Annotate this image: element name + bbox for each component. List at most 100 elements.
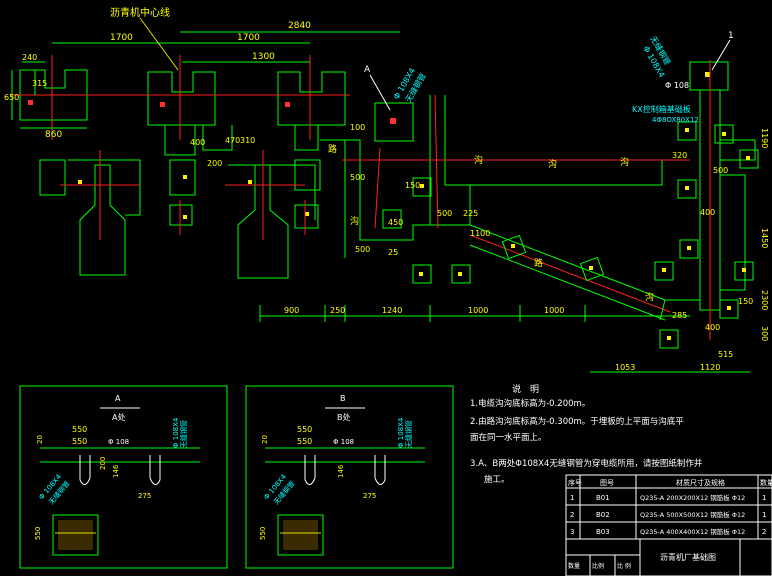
svg-text:550: 550 xyxy=(297,425,312,434)
svg-text:2.由路沟沟底标高为-0.300m。于埋板的上平面与沟底平: 2.由路沟沟底标高为-0.300m。于埋板的上平面与沟底平 xyxy=(470,416,684,427)
svg-text:1450: 1450 xyxy=(760,228,769,248)
notes-block: 说 明 1.电缆沟沟底标高为-0.200m。 2.由路沟沟底标高为-0.300m… xyxy=(470,383,703,485)
dimension-lines-top xyxy=(11,31,400,129)
svg-text:285: 285 xyxy=(672,311,687,320)
svg-text:1190: 1190 xyxy=(760,128,769,148)
svg-text:4Φ8OX80X12: 4Φ8OX80X12 xyxy=(652,116,699,124)
box-marker-1 xyxy=(689,61,729,91)
box-marker-a xyxy=(374,102,414,142)
svg-text:1000: 1000 xyxy=(468,306,488,315)
svg-text:1: 1 xyxy=(762,494,766,502)
svg-text:25: 25 xyxy=(388,248,398,257)
svg-text:240: 240 xyxy=(22,53,37,62)
svg-text:3.A、B两处Φ108X4无缝钢管为穿电缆所用，请按图纸制作: 3.A、B两处Φ108X4无缝钢管为穿电缆所用，请按图纸制作并 xyxy=(470,458,703,469)
svg-text:860: 860 xyxy=(45,130,62,140)
svg-text:550: 550 xyxy=(72,437,87,446)
svg-text:150: 150 xyxy=(738,297,753,306)
svg-text:比 例: 比 例 xyxy=(617,562,631,570)
svg-text:1700: 1700 xyxy=(237,33,260,43)
svg-text:无缝钢管: 无缝钢管 xyxy=(179,420,188,448)
svg-text:20: 20 xyxy=(36,435,44,444)
svg-text:材质尺寸及规格: 材质尺寸及规格 xyxy=(676,478,725,487)
svg-text:2: 2 xyxy=(762,528,766,536)
svg-text:路: 路 xyxy=(328,143,337,155)
svg-text:图号: 图号 xyxy=(600,479,614,487)
svg-text:20: 20 xyxy=(261,435,269,444)
svg-text:Φ 108: Φ 108 xyxy=(108,438,129,446)
svg-text:沟: 沟 xyxy=(645,291,654,303)
svg-text:1000: 1000 xyxy=(544,306,564,315)
pile-1 xyxy=(79,164,126,276)
svg-text:200: 200 xyxy=(99,457,107,470)
svg-text:1: 1 xyxy=(570,494,574,502)
svg-text:515: 515 xyxy=(718,350,733,359)
svg-text:1300: 1300 xyxy=(252,52,275,62)
svg-text:施工。: 施工。 xyxy=(484,474,510,485)
svg-text:150: 150 xyxy=(405,181,420,190)
svg-text:B: B xyxy=(340,394,346,403)
svg-text:沟: 沟 xyxy=(474,154,483,166)
control-box-area xyxy=(654,60,759,349)
svg-text:Φ 108X4: Φ 108X4 xyxy=(397,417,405,448)
svg-text:Q235-A 500X500X12 钢筋板 Φ12: Q235-A 500X500X12 钢筋板 Φ12 xyxy=(640,510,745,519)
center-lines-left xyxy=(10,55,350,240)
section-detail-b: B B处 Φ 108X4 无缝钢管 Φ 108X4 无缝钢管 Φ 108 550… xyxy=(245,385,454,569)
svg-text:无缝钢管: 无缝钢管 xyxy=(404,420,413,448)
callout-ctrl-box: KX控制箱基础板 xyxy=(632,104,691,114)
pier-1 xyxy=(19,69,88,121)
svg-text:2: 2 xyxy=(570,511,574,519)
svg-text:2300: 2300 xyxy=(760,290,769,310)
svg-text:650: 650 xyxy=(4,93,19,102)
svg-text:450: 450 xyxy=(388,218,403,227)
svg-text:2840: 2840 xyxy=(288,21,311,31)
svg-text:500: 500 xyxy=(437,209,452,218)
svg-text:250: 250 xyxy=(330,306,345,315)
svg-text:146: 146 xyxy=(112,464,120,478)
svg-text:1: 1 xyxy=(762,511,766,519)
svg-text:1: 1 xyxy=(728,31,734,41)
svg-text:1053: 1053 xyxy=(615,363,635,372)
dimension-chain-bottom xyxy=(259,305,750,373)
svg-text:数量: 数量 xyxy=(760,478,772,487)
material-table: 序号 图号 材质尺寸及规格 数量 1 B01 Q235-A 200X200X12… xyxy=(565,474,772,576)
pile-2 xyxy=(237,164,289,279)
svg-text:B处: B处 xyxy=(337,412,351,422)
svg-text:300: 300 xyxy=(760,326,769,341)
svg-text:A: A xyxy=(364,65,371,75)
svg-text:沟: 沟 xyxy=(350,215,359,227)
svg-text:550: 550 xyxy=(259,527,267,540)
svg-text:Q235-A 200X200X12 钢筋板 Φ12: Q235-A 200X200X12 钢筋板 Φ12 xyxy=(640,493,745,502)
diagonal-trench-lower xyxy=(469,244,666,321)
svg-text:比例: 比例 xyxy=(592,562,604,570)
svg-text:400: 400 xyxy=(705,323,720,332)
callout-centerline: 沥青机中心线 xyxy=(110,6,170,19)
svg-text:B03: B03 xyxy=(596,528,610,536)
svg-text:Φ 108X4: Φ 108X4 xyxy=(172,417,180,448)
svg-text:500: 500 xyxy=(355,245,370,254)
title-block: 沥青机厂基础图 xyxy=(660,552,716,562)
trench-structure: 沟 沟 沟 沟 路 沟 路 xyxy=(320,94,690,321)
svg-text:550: 550 xyxy=(72,425,87,434)
svg-text:沟: 沟 xyxy=(548,158,557,170)
svg-text:1700: 1700 xyxy=(110,33,133,43)
pier-3 xyxy=(277,71,346,126)
svg-text:A处: A处 xyxy=(112,412,125,422)
svg-text:275: 275 xyxy=(363,492,376,500)
svg-text:B02: B02 xyxy=(596,511,610,519)
svg-text:A: A xyxy=(115,394,121,403)
svg-text:900: 900 xyxy=(284,306,299,315)
svg-text:500: 500 xyxy=(350,173,365,182)
svg-text:1120: 1120 xyxy=(700,363,720,372)
foundation-group-left xyxy=(19,69,346,279)
svg-text:146: 146 xyxy=(337,464,345,478)
svg-text:200: 200 xyxy=(207,159,222,168)
svg-text:路: 路 xyxy=(534,257,543,269)
footing-3 xyxy=(294,159,321,191)
svg-text:550: 550 xyxy=(34,527,42,540)
svg-text:面在同一水平面上。: 面在同一水平面上。 xyxy=(470,432,547,443)
svg-text:400: 400 xyxy=(700,208,715,217)
svg-text:3: 3 xyxy=(570,528,574,536)
svg-text:沟: 沟 xyxy=(620,156,629,168)
svg-text:100: 100 xyxy=(350,123,365,132)
